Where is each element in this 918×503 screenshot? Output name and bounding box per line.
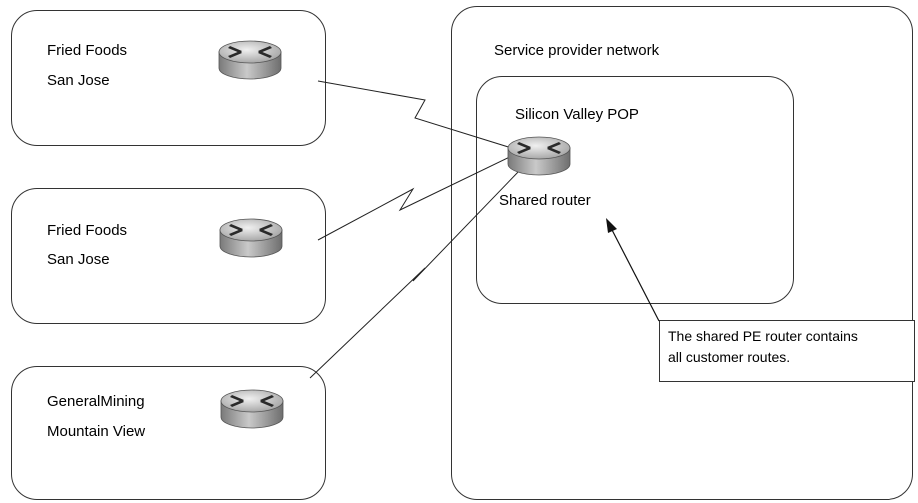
callout-arrow-head: [606, 218, 617, 233]
router-icon: [219, 218, 283, 258]
callout-line-1: The shared PE router contains: [668, 328, 858, 344]
callout-arrow-line: [609, 225, 660, 322]
site-box-3: [11, 366, 326, 500]
site-2-location: San Jose: [47, 251, 110, 268]
site-1-location: San Jose: [47, 72, 110, 89]
router-icon: [220, 389, 284, 429]
site-3-name: GeneralMining: [47, 393, 145, 410]
site-box-1: [11, 10, 326, 146]
link-site-3: [309, 169, 521, 379]
site-1-name: Fried Foods: [47, 42, 128, 59]
router-icon: [218, 40, 282, 80]
link-site-1: [317, 80, 519, 151]
pop-box: [476, 76, 794, 304]
site-2-name: Fried Foods: [47, 222, 128, 239]
router-icon: [507, 136, 571, 176]
link-site-2: [317, 152, 519, 241]
callout-line-2: all customer routes.: [668, 349, 791, 365]
callout-box: The shared PE router contains all custom…: [659, 320, 915, 382]
site-3-location: Mountain View: [47, 423, 146, 440]
provider-network-title: Service provider network: [494, 42, 660, 59]
shared-router-label: Shared router: [499, 192, 591, 209]
site-box-2: [11, 188, 326, 324]
pop-label: Silicon Valley POP: [515, 106, 639, 123]
